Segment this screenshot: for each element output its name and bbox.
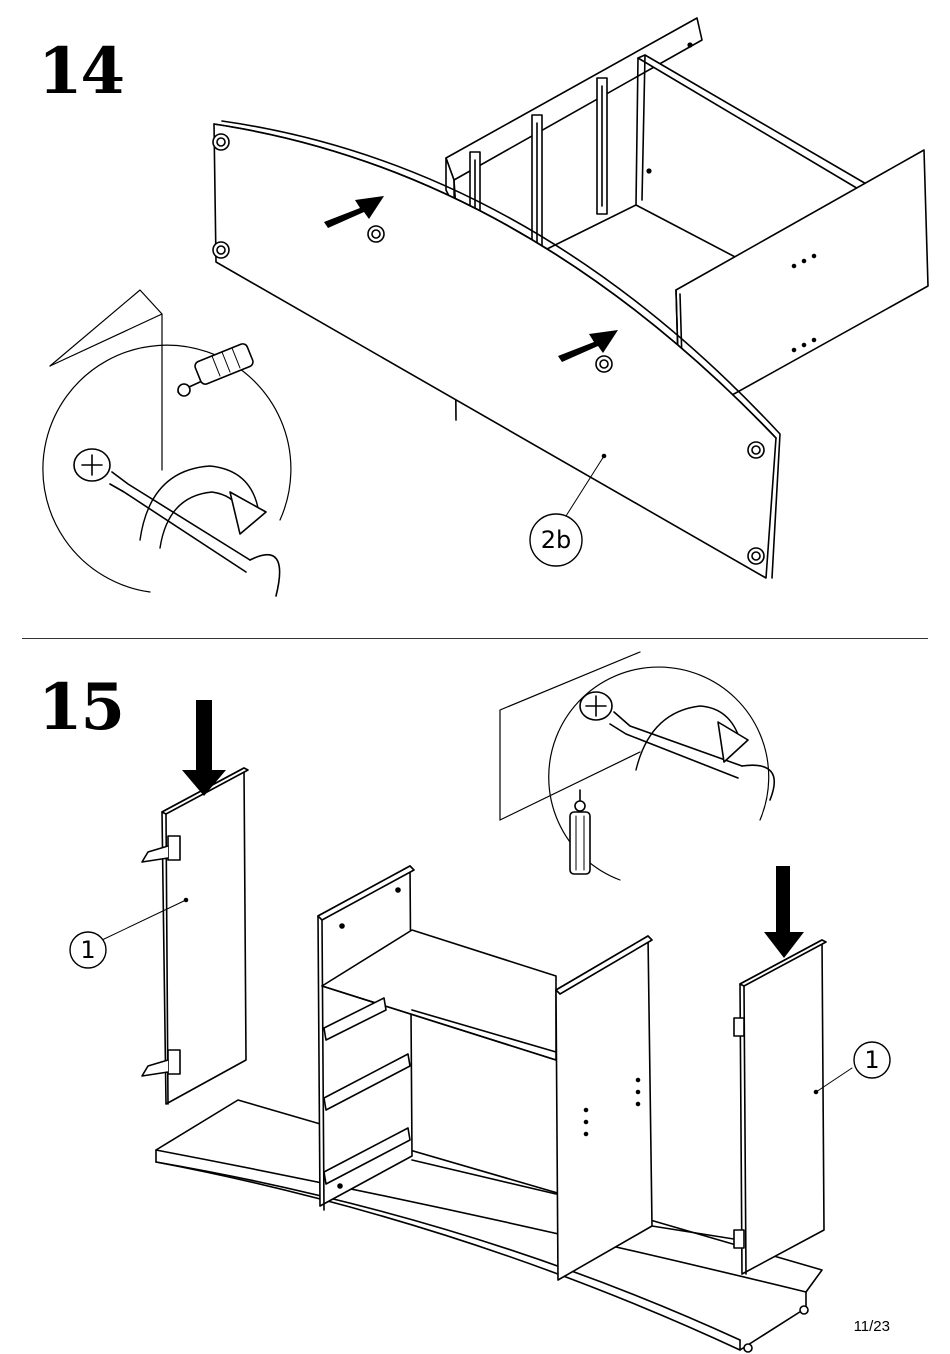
front-panel-2b <box>213 121 780 578</box>
step-14-number: 14 <box>38 40 123 104</box>
page-number: 11/23 <box>854 1318 890 1335</box>
callout-label: 1 <box>80 936 95 964</box>
side-panel-right-1 <box>734 940 852 1274</box>
part-callout-1-right: 1 <box>852 1040 892 1080</box>
callout-label: 1 <box>864 1046 879 1074</box>
step-divider <box>22 638 928 639</box>
part-callout-2b: 2b <box>528 512 584 568</box>
side-panel-left-1 <box>102 768 248 1104</box>
part-callout-1-left: 1 <box>68 930 108 970</box>
callout-label: 2b <box>541 526 572 554</box>
step-15-number: 15 <box>38 676 123 740</box>
down-arrows <box>182 700 804 958</box>
base-panel <box>156 1100 822 1352</box>
detail-circle-14 <box>43 290 291 596</box>
detail-circle-15 <box>500 652 774 880</box>
